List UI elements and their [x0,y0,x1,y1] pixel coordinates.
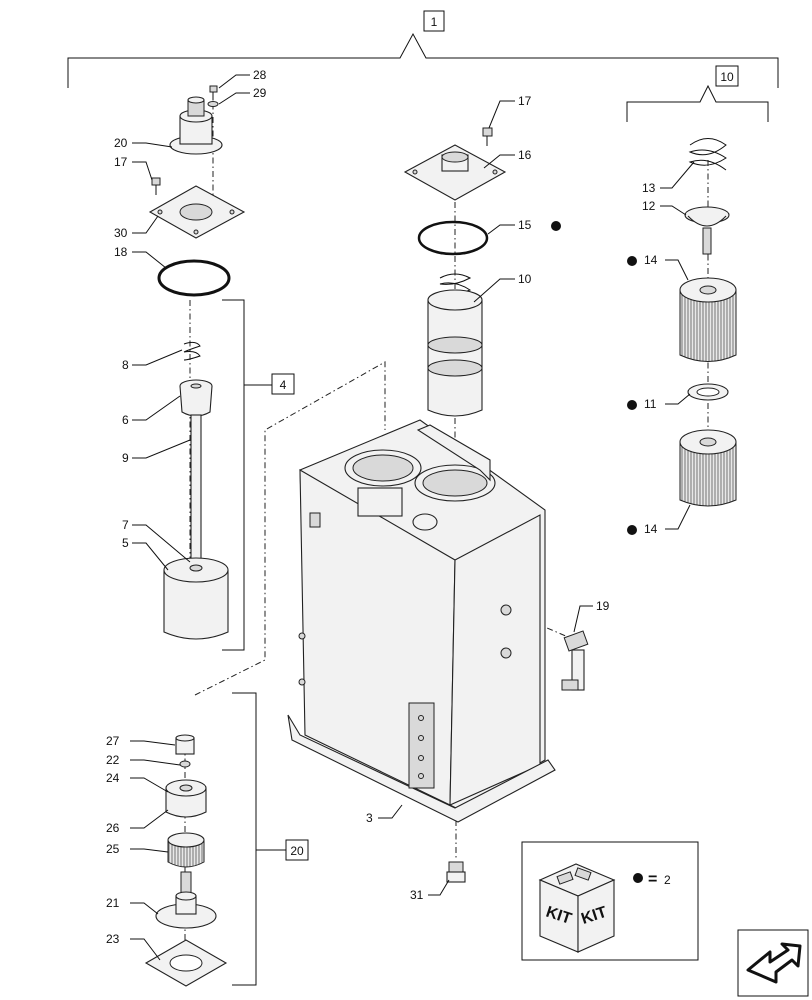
part-17-bolt-centre[interactable] [482,127,493,146]
callout-21[interactable]: 21 [106,896,120,910]
next-arrow-button[interactable] [737,929,809,997]
group-label-1[interactable]: 1 [431,15,438,29]
kit-bullet-15 [551,221,561,231]
leader-lines [130,74,695,961]
part-13-spring[interactable] [688,138,727,171]
callout-12[interactable]: 12 [642,199,656,213]
callout-15[interactable]: 15 [518,218,532,232]
part-30-flange-plate[interactable] [148,185,246,239]
callout-14-lower[interactable]: 14 [644,522,658,536]
callout-22[interactable]: 22 [106,753,120,767]
part-29-washer[interactable] [207,101,219,107]
group-1-bracket: 1 [67,10,779,88]
part-31-drain-plug[interactable] [446,861,466,883]
kit-legend-equals: = [648,871,657,888]
part-22-nut[interactable] [179,760,191,768]
group-10-bracket: 10 [626,65,769,122]
kit-bullet-11 [627,400,637,410]
callout-26[interactable]: 26 [106,821,120,835]
part-16-cover-plate[interactable] [403,144,507,201]
part-6-float-cap[interactable] [179,379,213,417]
group-20-bracket: 20 [232,692,309,986]
callout-9[interactable]: 9 [122,451,129,465]
kit-legend-bullet [633,873,643,883]
callout-numbers: 28 29 20 17 30 18 8 6 9 7 5 17 16 15 10 … [106,68,658,946]
part-17-bolt-left[interactable] [151,177,161,195]
assembly-phantom-outline [194,361,386,696]
callout-10[interactable]: 10 [518,272,532,286]
callout-17-centre[interactable]: 17 [518,94,532,108]
part-19-elbow-fitting[interactable] [561,630,589,691]
callout-3[interactable]: 3 [366,811,373,825]
kit-box-icon [538,863,616,953]
callout-29[interactable]: 29 [253,86,267,100]
group-4-bracket: 4 [222,299,295,651]
callout-5[interactable]: 5 [122,536,129,550]
part-18-o-ring-left[interactable] [157,259,231,297]
kit-bullet-14-upper [627,256,637,266]
callout-14-upper[interactable]: 14 [644,253,658,267]
callout-13[interactable]: 13 [642,181,656,195]
callout-17-left[interactable]: 17 [114,155,128,169]
group-label-4[interactable]: 4 [280,378,287,392]
part-25-gear[interactable] [167,832,205,868]
part-5-float[interactable] [163,557,229,640]
callout-31[interactable]: 31 [410,888,424,902]
part-8-spring[interactable] [183,341,201,361]
callout-25[interactable]: 25 [106,842,120,856]
callout-23[interactable]: 23 [106,932,120,946]
part-20-level-sensor-head[interactable] [169,96,223,155]
part-9-rod[interactable] [190,414,202,561]
callout-27[interactable]: 27 [106,734,120,748]
part-15-o-ring-centre[interactable] [417,220,489,256]
group-label-20[interactable]: 20 [290,844,304,858]
callout-18[interactable]: 18 [114,245,128,259]
part-14-filter-lower[interactable] [679,429,737,507]
part-28-screw[interactable] [209,85,218,100]
callout-19[interactable]: 19 [596,599,610,613]
next-arrow-icon [746,942,802,984]
part-24-housing[interactable] [165,779,207,818]
group-label-10[interactable]: 10 [720,70,734,84]
part-10-filter-element[interactable] [427,273,483,417]
kit-bullet-14-lower [627,525,637,535]
part-14-filter-upper[interactable] [679,277,737,362]
callout-20[interactable]: 20 [114,136,128,150]
part-12-valve[interactable] [684,206,730,255]
kit-legend-quantity: 2 [664,873,671,887]
part-27-cap[interactable] [175,734,195,755]
part-23-gasket[interactable] [144,939,228,987]
callout-6[interactable]: 6 [122,413,129,427]
callout-28[interactable]: 28 [253,68,267,82]
callout-7[interactable]: 7 [122,518,129,532]
callout-24[interactable]: 24 [106,771,120,785]
callout-30[interactable]: 30 [114,226,128,240]
kit-bullets [551,221,637,535]
part-21-base-flange[interactable] [155,871,217,929]
callout-11[interactable]: 11 [644,397,657,411]
callout-8[interactable]: 8 [122,358,129,372]
part-11-washer[interactable] [687,383,729,401]
part-3-hydraulic-tank[interactable] [287,419,556,823]
callout-16[interactable]: 16 [518,148,532,162]
kit-legend: KIT KIT = 2 [521,841,699,961]
